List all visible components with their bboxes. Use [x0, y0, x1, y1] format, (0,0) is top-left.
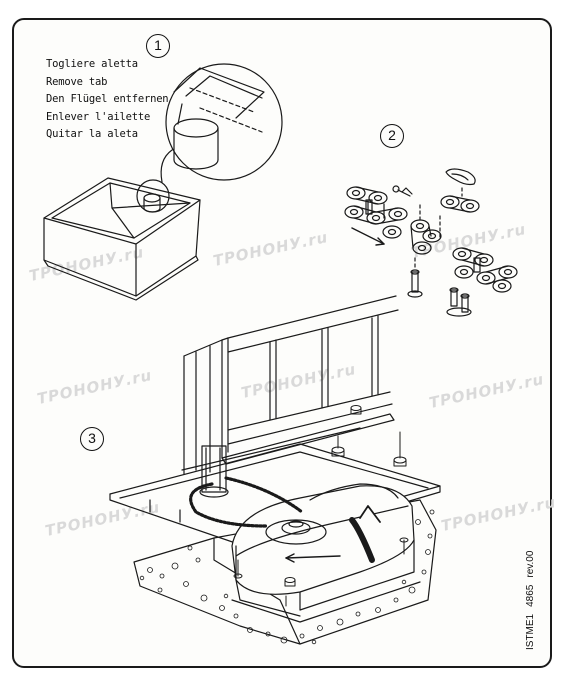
step-1-instructions: Togliere aletta Remove tab Den Flügel en…	[46, 56, 169, 144]
step2-chain-drawing	[344, 168, 518, 317]
doc-code-id: ISTME1	[525, 613, 536, 650]
step-1-number: 1	[146, 34, 170, 58]
instruction-german: Den Flügel entfernen	[46, 93, 169, 105]
instruction-italian: Togliere aletta	[46, 58, 138, 70]
step-3-number: 3	[80, 427, 104, 451]
instruction-french: Enlever l'ailette	[46, 110, 151, 123]
instruction-spanish: Quitar la aleta	[46, 128, 138, 140]
step1-box-drawing	[43, 63, 283, 301]
step-2-number: 2	[380, 124, 404, 148]
document-code: ISTME1 4865 rev.00	[525, 544, 536, 650]
instruction-english: Remove tab	[46, 75, 108, 88]
doc-code-revision: rev.00	[525, 550, 536, 578]
doc-code-number: 4865	[525, 584, 536, 607]
step3-gate-drawing	[109, 295, 441, 645]
